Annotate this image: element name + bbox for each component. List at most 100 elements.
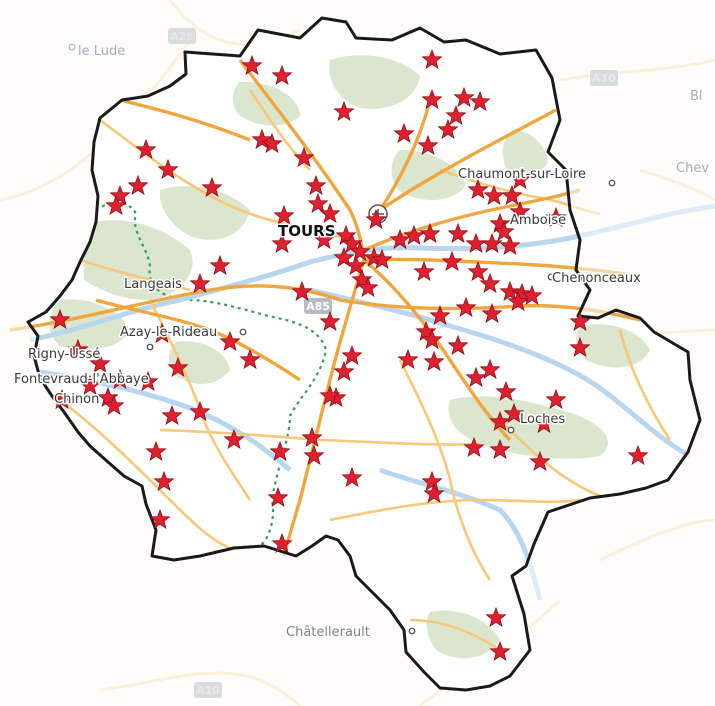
site-star-icon[interactable] <box>341 466 363 488</box>
site-star-icon[interactable] <box>135 138 157 160</box>
site-star-icon[interactable] <box>239 348 261 370</box>
site-star-icon[interactable] <box>333 360 355 382</box>
site-star-icon[interactable] <box>333 100 355 122</box>
site-star-icon[interactable] <box>479 358 501 380</box>
site-star-icon[interactable] <box>307 192 329 214</box>
site-star-icon[interactable] <box>483 184 505 206</box>
site-star-icon[interactable] <box>271 232 293 254</box>
site-star-icon[interactable] <box>389 228 411 250</box>
site-star-icon[interactable] <box>365 208 387 230</box>
site-star-icon[interactable] <box>201 176 223 198</box>
site-star-icon[interactable] <box>511 282 533 304</box>
site-star-icon[interactable] <box>319 202 341 224</box>
site-star-icon[interactable] <box>489 212 511 234</box>
site-star-icon[interactable] <box>251 128 273 150</box>
site-star-icon[interactable] <box>105 194 127 216</box>
site-star-icon[interactable] <box>545 388 567 410</box>
site-star-icon[interactable] <box>261 132 283 154</box>
site-star-icon[interactable] <box>529 450 551 472</box>
site-star-icon[interactable] <box>421 88 443 110</box>
site-star-icon[interactable] <box>127 174 149 196</box>
site-star-icon[interactable] <box>423 350 445 372</box>
site-star-icon[interactable] <box>109 368 131 390</box>
site-star-icon[interactable] <box>481 302 503 324</box>
site-star-icon[interactable] <box>103 394 125 416</box>
site-star-icon[interactable] <box>151 322 173 344</box>
site-star-icon[interactable] <box>467 178 489 200</box>
site-star-icon[interactable] <box>157 158 179 180</box>
site-star-icon[interactable] <box>533 412 555 434</box>
site-star-icon[interactable] <box>481 232 503 254</box>
site-star-icon[interactable] <box>219 330 241 352</box>
site-star-icon[interactable] <box>455 296 477 318</box>
site-star-icon[interactable] <box>393 122 415 144</box>
site-star-icon[interactable] <box>293 146 315 168</box>
site-star-icon[interactable] <box>291 280 313 302</box>
site-star-icon[interactable] <box>501 184 523 206</box>
site-star-icon[interactable] <box>351 268 373 290</box>
site-star-icon[interactable] <box>415 320 437 342</box>
site-star-icon[interactable] <box>413 260 435 282</box>
site-star-icon[interactable] <box>341 344 363 366</box>
site-star-icon[interactable] <box>453 86 475 108</box>
site-star-icon[interactable] <box>469 90 491 112</box>
site-star-icon[interactable] <box>335 224 357 246</box>
site-star-icon[interactable] <box>489 410 511 432</box>
site-star-icon[interactable] <box>273 204 295 226</box>
site-star-icon[interactable] <box>223 428 245 450</box>
site-star-icon[interactable] <box>79 374 101 396</box>
site-star-icon[interactable] <box>447 222 469 244</box>
site-star-icon[interactable] <box>465 366 487 388</box>
site-star-icon[interactable] <box>569 310 591 332</box>
site-star-icon[interactable] <box>463 436 485 458</box>
site-star-icon[interactable] <box>137 370 159 392</box>
site-star-icon[interactable] <box>569 336 591 358</box>
site-star-icon[interactable] <box>503 402 525 424</box>
site-star-icon[interactable] <box>51 388 73 410</box>
site-star-icon[interactable] <box>271 532 293 554</box>
site-star-icon[interactable] <box>545 206 567 228</box>
site-star-icon[interactable] <box>167 356 189 378</box>
site-star-icon[interactable] <box>189 272 211 294</box>
site-star-icon[interactable] <box>421 470 443 492</box>
site-star-icon[interactable] <box>67 338 89 360</box>
site-star-icon[interactable] <box>441 250 463 272</box>
site-star-icon[interactable] <box>109 184 131 206</box>
site-star-icon[interactable] <box>485 606 507 628</box>
site-star-icon[interactable] <box>479 272 501 294</box>
site-star-icon[interactable] <box>303 444 325 466</box>
site-star-icon[interactable] <box>89 352 111 374</box>
site-star-icon[interactable] <box>509 200 531 222</box>
site-star-icon[interactable] <box>403 224 425 246</box>
site-star-icon[interactable] <box>495 380 517 402</box>
site-star-icon[interactable] <box>271 64 293 86</box>
site-star-icon[interactable] <box>423 482 445 504</box>
site-star-icon[interactable] <box>349 240 371 262</box>
site-star-icon[interactable] <box>419 222 441 244</box>
site-star-icon[interactable] <box>161 404 183 426</box>
site-star-icon[interactable] <box>447 334 469 356</box>
site-star-icon[interactable] <box>371 248 393 270</box>
site-star-icon[interactable] <box>149 508 171 530</box>
site-star-icon[interactable] <box>319 310 341 332</box>
site-star-icon[interactable] <box>499 234 521 256</box>
site-star-icon[interactable] <box>445 104 467 126</box>
site-star-icon[interactable] <box>397 348 419 370</box>
site-star-icon[interactable] <box>49 308 71 330</box>
site-star-icon[interactable] <box>429 304 451 326</box>
site-star-icon[interactable] <box>521 284 543 306</box>
site-star-icon[interactable] <box>499 280 521 302</box>
site-star-icon[interactable] <box>489 438 511 460</box>
site-star-icon[interactable] <box>421 328 443 350</box>
site-star-icon[interactable] <box>341 232 363 254</box>
site-star-icon[interactable] <box>493 220 515 242</box>
site-star-icon[interactable] <box>417 134 439 156</box>
site-star-icon[interactable] <box>241 54 263 76</box>
site-star-icon[interactable] <box>313 228 335 250</box>
site-star-icon[interactable] <box>333 246 355 268</box>
site-star-icon[interactable] <box>269 440 291 462</box>
site-star-icon[interactable] <box>345 254 367 276</box>
site-star-icon[interactable] <box>153 470 175 492</box>
site-star-icon[interactable] <box>209 254 231 276</box>
site-star-icon[interactable] <box>507 290 529 312</box>
